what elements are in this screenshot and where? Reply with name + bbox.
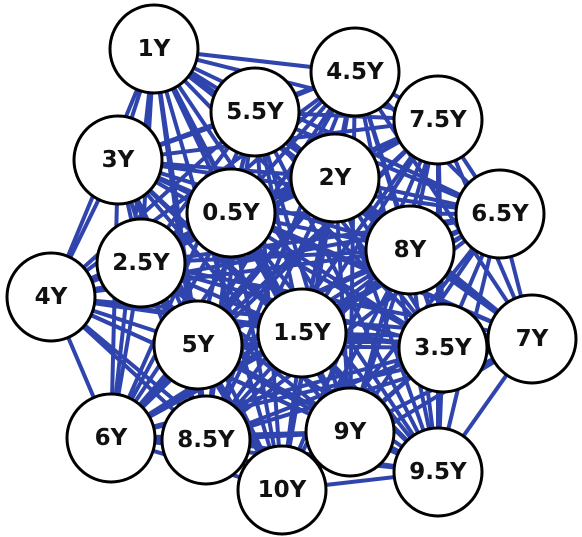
node-circle [185,167,277,259]
node-label: 5.5Y [226,99,284,125]
node-n3y: 3Y [72,114,164,206]
node-label: 7.5Y [409,107,467,133]
node-n5y: 5Y [152,299,244,391]
node-n7_5y: 7.5Y [392,74,484,166]
node-label: 10Y [258,477,307,503]
node-n1y: 1Y [108,3,200,95]
node-circle [392,74,484,166]
node-n7y: 7Y [486,293,578,385]
node-n2y: 2Y [289,132,381,224]
node-label: 9Y [334,419,367,445]
node-circle [289,132,381,224]
node-label: 0.5Y [202,200,260,226]
node-circle [108,3,200,95]
node-circle [364,204,456,296]
node-label: 7Y [516,326,549,352]
node-n4_5y: 4.5Y [309,26,401,118]
node-circle [65,392,157,484]
node-label: 1Y [138,36,171,62]
node-label: 2Y [319,165,352,191]
node-n8_5y: 8.5Y [160,394,252,486]
node-n6_5y: 6.5Y [454,168,546,260]
node-label: 2.5Y [112,250,170,276]
node-n5_5y: 5.5Y [209,66,301,158]
node-circle [392,426,484,518]
node-circle [160,394,252,486]
node-n10y: 10Y [236,444,328,536]
node-circle [309,26,401,118]
node-label: 6Y [95,425,128,451]
node-n9_5y: 9.5Y [392,426,484,518]
node-label: 9.5Y [409,459,467,485]
node-n2_5y: 2.5Y [95,217,187,309]
node-circle [486,293,578,385]
edge-n1y-n6_5y [152,47,502,216]
node-circle [397,302,489,394]
node-circle [95,217,187,309]
node-circle [72,114,164,206]
node-label: 3.5Y [414,335,472,361]
node-circle [152,299,244,391]
node-n0_5y: 0.5Y [185,167,277,259]
node-circle [256,287,348,379]
node-label: 3Y [102,147,135,173]
node-label: 5Y [182,332,215,358]
node-n1_5y: 1.5Y [256,287,348,379]
node-circle [209,66,301,158]
node-n6y: 6Y [65,392,157,484]
edge-n5_5y-n4y [49,110,257,299]
edge-n7_5y-n6y [109,118,440,440]
node-label: 8Y [394,237,427,263]
node-circle [236,444,328,536]
node-n9y: 9Y [304,386,396,478]
node-label: 4Y [35,284,68,310]
node-circle [304,386,396,478]
node-n8y: 8Y [364,204,456,296]
node-circle [5,251,97,343]
node-n3_5y: 3.5Y [397,302,489,394]
node-label: 4.5Y [326,59,384,85]
node-label: 1.5Y [273,320,331,346]
node-label: 6.5Y [471,201,529,227]
node-layer: 1Y 4.5Y 5.5Y 7.5Y 3Y 2Y 6.5Y 0.5Y 8Y 2.5Y 4Y 7Y 5Y 1.… [5,3,578,536]
node-n4y: 4Y [5,251,97,343]
node-label: 8.5Y [177,427,235,453]
node-circle [454,168,546,260]
